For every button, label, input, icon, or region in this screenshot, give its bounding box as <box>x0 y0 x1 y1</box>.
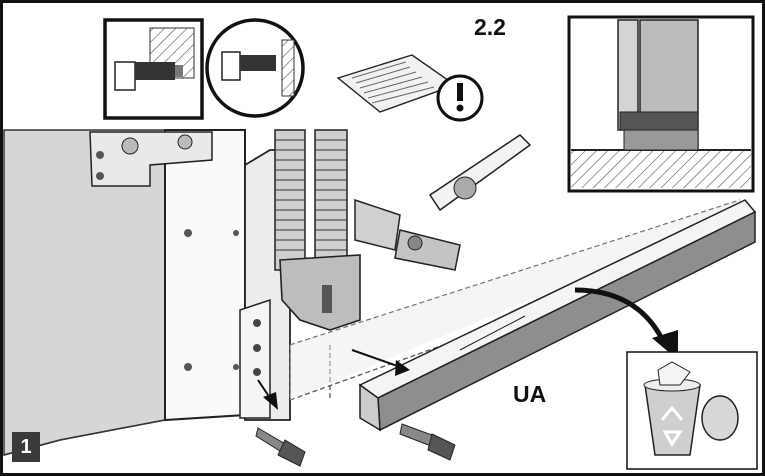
detail-inset <box>567 15 755 193</box>
plinth-area <box>290 200 745 400</box>
step-number-badge: 1 <box>12 432 40 462</box>
ua-rail <box>358 199 757 432</box>
door-hinge-arm <box>354 134 532 271</box>
manual-warning-icon <box>336 54 484 122</box>
mount-variant-circle-icon <box>205 18 305 118</box>
screw-left <box>255 379 306 467</box>
ua-part-label: UA <box>513 381 547 407</box>
cabinet-side-panel <box>164 129 246 422</box>
insert-arrow <box>351 349 410 376</box>
mounting-bracket <box>89 131 213 187</box>
cabinet-wall <box>3 129 166 456</box>
drain-hoses <box>274 129 348 271</box>
mount-variant-square-icon <box>103 18 204 120</box>
reference-section-label: 2.2 <box>474 14 506 40</box>
screw-right <box>399 423 456 461</box>
recycle-bin-icon <box>626 351 758 470</box>
hinge-bracket <box>279 254 361 331</box>
